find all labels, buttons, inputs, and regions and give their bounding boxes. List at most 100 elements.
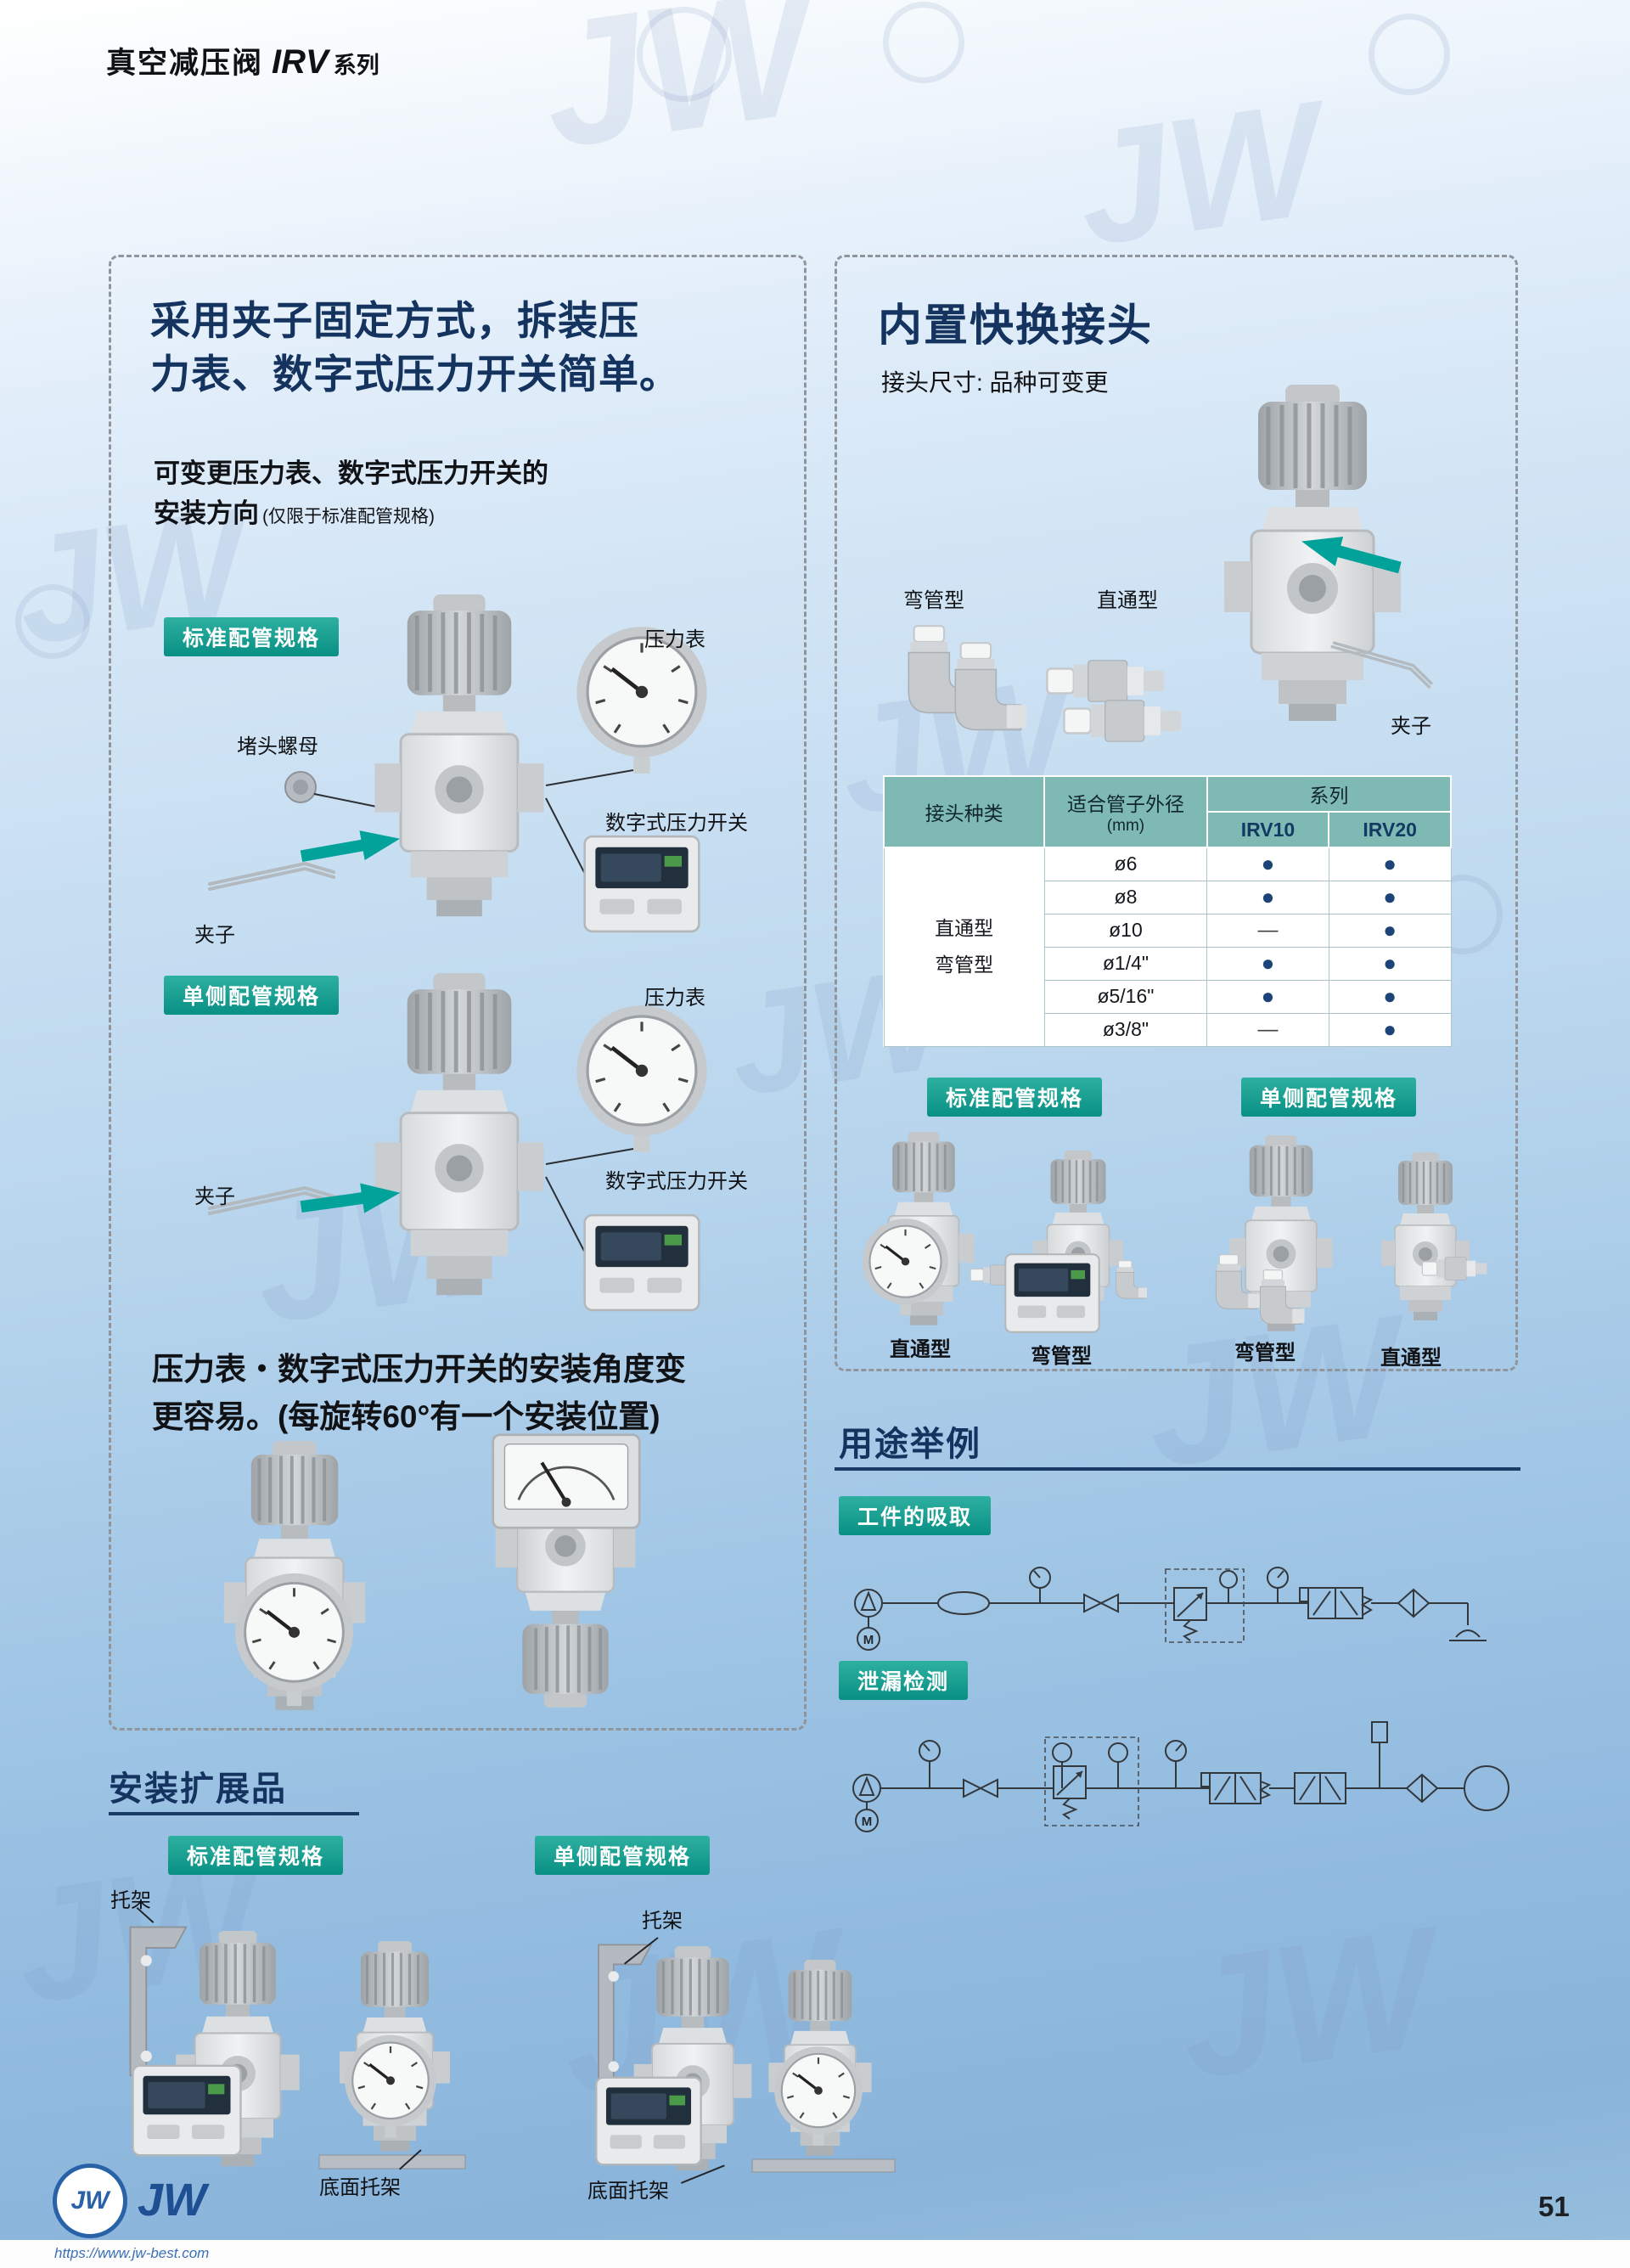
straight-fitting-illustration — [1046, 659, 1166, 703]
variant-label-elbow: 弯管型 — [1031, 1345, 1092, 1368]
subhead-line2: 安装方向(仅限于标准配管规格) — [154, 494, 548, 534]
table-cell-od: ø6 — [1043, 847, 1208, 881]
table-cell-od: ø1/4" — [1043, 946, 1208, 981]
standard-piping-illustration — [208, 590, 735, 933]
badge-single-piping: 单侧配管规格 — [164, 976, 340, 1015]
table-cell-od: ø3/8" — [1043, 1012, 1208, 1047]
jw-logo-wordmark: JW — [138, 2175, 206, 2226]
one-touch-fitting-panel: 内置快换接头 接头尺寸: 品种可变更 弯管型 直通型 夹子 接头种类 适合管子外… — [835, 255, 1518, 1371]
pressure-gauge-illustration — [576, 1005, 706, 1152]
angle-note-line1: 压力表・数字式压力开关的安装角度变 — [152, 1352, 686, 1387]
label-clip-bottom: 夹子 — [194, 1185, 235, 1208]
page-title: 真空减压阀 — [106, 47, 264, 80]
table-cell-irv20: ● — [1328, 880, 1452, 915]
page-bottom-margin — [0, 2240, 1630, 2268]
watermark-logo — [15, 584, 90, 659]
label-pressure-gauge-bottom: 压力表 — [644, 987, 705, 1010]
bracket-illustration — [129, 1926, 188, 2077]
headline-line1: 采用夹子固定方式，拆装压 — [150, 298, 639, 343]
right-panel-subtitle: 接头尺寸: 品种可变更 — [881, 369, 1109, 396]
regulator-illustration — [1380, 1152, 1471, 1322]
series-logo: IRV — [272, 43, 329, 81]
regulator-illustration — [374, 973, 543, 1295]
table-cell-irv10: ● — [1206, 880, 1329, 915]
table-cell-irv20: ● — [1328, 847, 1452, 881]
jw-logo-text: JW — [70, 2186, 110, 2215]
table-cell-od: ø10 — [1043, 913, 1208, 948]
label-clip: 夹子 — [1391, 715, 1431, 738]
badge-standard-piping: 标准配管规格 — [164, 617, 340, 656]
label-bottom-bracket-left: 底面托架 — [319, 2176, 401, 2199]
variant-label-elbow: 弯管型 — [1234, 1342, 1296, 1365]
applications-title: 用途举例 — [839, 1426, 981, 1463]
applications-rule — [835, 1467, 1520, 1471]
elbow-fitting-illustration — [954, 642, 1027, 731]
badge-standard-piping: 标准配管规格 — [168, 1836, 344, 1875]
badge-leak-detection: 泄漏检测 — [839, 1661, 969, 1700]
bracket-mounting-illustration — [129, 1926, 896, 2173]
angle-note: 压力表・数字式压力开关的安装角度变 更容易。(每旋转60°有一个安装位置) — [152, 1346, 686, 1440]
fitting-size-table: 接头种类 适合管子外径(mm) 系列 IRV10 IRV20 直通型 弯管型 ø… — [882, 775, 1453, 1047]
watermark-jw: JW — [1167, 1892, 1447, 2115]
label-bottom-bracket-right: 底面托架 — [587, 2180, 669, 2203]
table-cell-irv10: — — [1206, 1012, 1329, 1047]
digital-switch-illustration — [595, 2076, 702, 2166]
table-header-od-line1: 适合管子外径 — [1066, 793, 1184, 815]
label-straight-type: 直通型 — [1097, 589, 1158, 612]
watermark-jw: JW — [531, 0, 823, 186]
badge-single-piping: 单侧配管规格 — [535, 1836, 711, 1875]
elbow-fitting-illustration — [1116, 1260, 1148, 1299]
label-clip-top: 夹子 — [194, 924, 235, 947]
table-header-series: 系列 — [1206, 775, 1453, 813]
variant-label-straight: 直通型 — [1380, 1347, 1442, 1370]
straight-fitting-illustration — [1063, 699, 1183, 743]
jw-logo: JW — [53, 2164, 127, 2238]
table-cell-irv20: ● — [1328, 946, 1452, 981]
left-panel-subhead: 可变更压力表、数字式压力开关的 安装方向(仅限于标准配管规格) — [154, 454, 548, 533]
mounting-angle-illustration — [222, 1431, 735, 1712]
label-bracket-left: 托架 — [110, 1889, 151, 1912]
table-cell-od: ø8 — [1043, 880, 1208, 915]
plug-nut-center — [293, 779, 308, 795]
suction-circuit-diagram: M — [836, 1544, 1524, 1671]
angle-note-line2: 更容易。(每旋转60°有一个安装位置) — [152, 1399, 660, 1434]
left-panel-headline: 采用夹子固定方式，拆装压 力表、数字式压力开关简单。 — [150, 295, 680, 402]
table-header-irv10: IRV10 — [1206, 811, 1330, 848]
motor-symbol-label: M — [863, 1633, 874, 1647]
accessories-title: 安装扩展品 — [109, 1770, 287, 1808]
label-bracket-right: 托架 — [642, 1910, 683, 1933]
table-cell-irv10: ● — [1206, 847, 1329, 881]
digital-switch-illustration — [583, 1213, 700, 1312]
table-cell-irv20: ● — [1328, 913, 1452, 948]
badge-single-piping: 单侧配管规格 — [1241, 1078, 1417, 1117]
pressure-gauge-illustration — [235, 1573, 353, 1706]
clip-illustration — [208, 862, 335, 891]
table-header-irv20: IRV20 — [1328, 811, 1452, 848]
type-straight: 直通型 — [935, 916, 994, 939]
clip-mount-panel: 采用夹子固定方式，拆装压 力表、数字式压力开关简单。 可变更压力表、数字式压力开… — [109, 255, 807, 1731]
regulator-illustration — [1224, 385, 1401, 721]
table-cell-irv10: — — [1206, 913, 1329, 948]
table-type-cell: 直通型 弯管型 — [883, 847, 1045, 1047]
bottom-bracket-plate — [751, 2158, 896, 2173]
leak-detection-circuit-diagram: M — [836, 1703, 1524, 1852]
watermark-jw: JW — [1066, 68, 1332, 280]
table-cell-od: ø5/16" — [1043, 979, 1208, 1014]
panel-gauge-illustration — [493, 1435, 640, 1528]
digital-switch-illustration — [1004, 1253, 1100, 1333]
bottom-bracket-plate — [318, 2154, 466, 2170]
clip-arrow — [298, 824, 403, 871]
regulator-with-clip-illustration — [1202, 385, 1436, 741]
fitting-variants-illustration — [861, 1132, 1488, 1333]
regulator-illustration — [374, 594, 543, 916]
bracket-illustration — [598, 1944, 652, 2085]
table-header-od: 适合管子外径(mm) — [1043, 775, 1208, 848]
fittings-illustration — [908, 625, 1183, 743]
label-digital-switch-bottom: 数字式压力开关 — [605, 1170, 748, 1193]
table-cell-irv20: ● — [1328, 979, 1452, 1014]
label-plug-nut: 堵头螺母 — [237, 735, 318, 758]
digital-switch-illustration — [583, 835, 700, 933]
page-number: 51 — [1538, 2191, 1570, 2222]
badge-workpiece-suction: 工件的吸取 — [839, 1496, 992, 1535]
